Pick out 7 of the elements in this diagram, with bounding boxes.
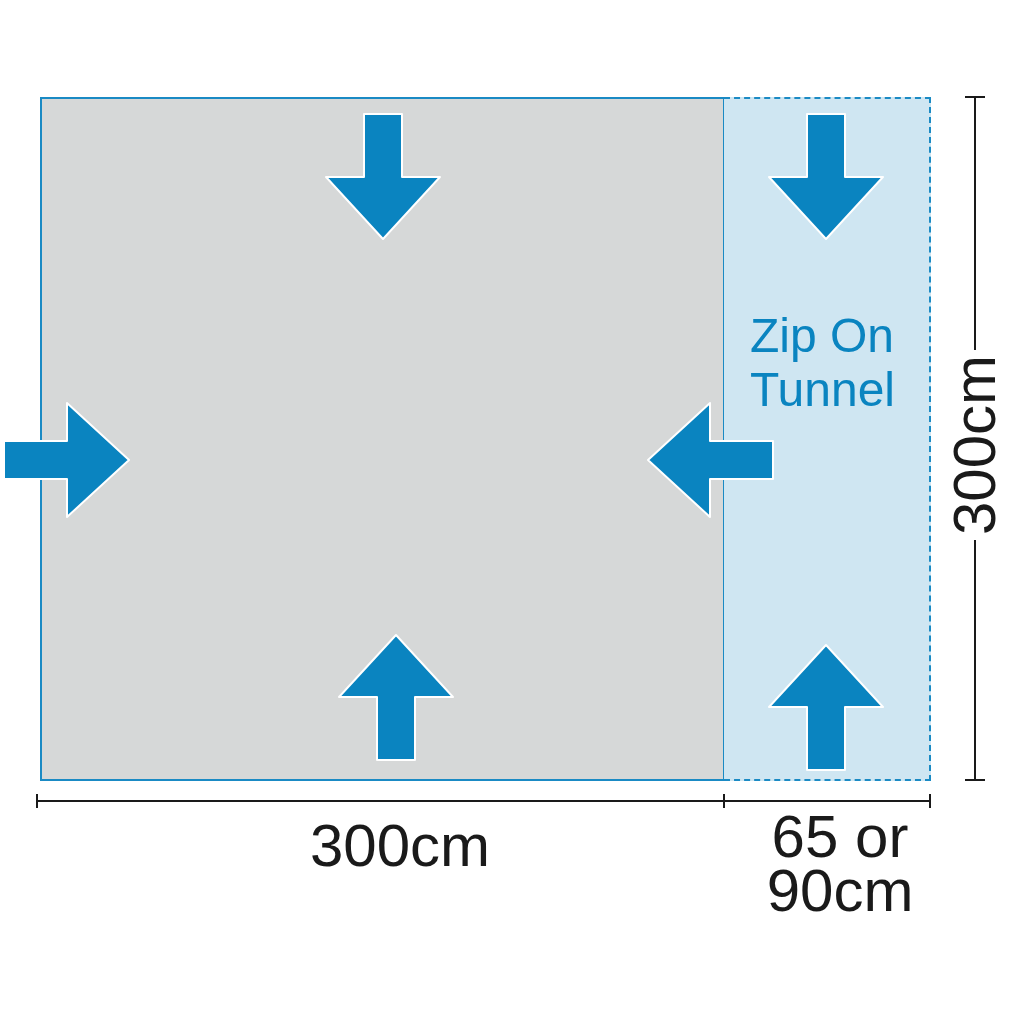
dimension-label: 300cm (308, 815, 492, 877)
dimension-label: 300cm (944, 353, 1006, 538)
area-label: Zip On Tunnel (750, 309, 896, 417)
floor-area (40, 97, 725, 781)
tunnel-area (724, 97, 931, 781)
dimension-label: 65 or 90cm (765, 810, 915, 918)
block-arrow (647, 402, 774, 518)
